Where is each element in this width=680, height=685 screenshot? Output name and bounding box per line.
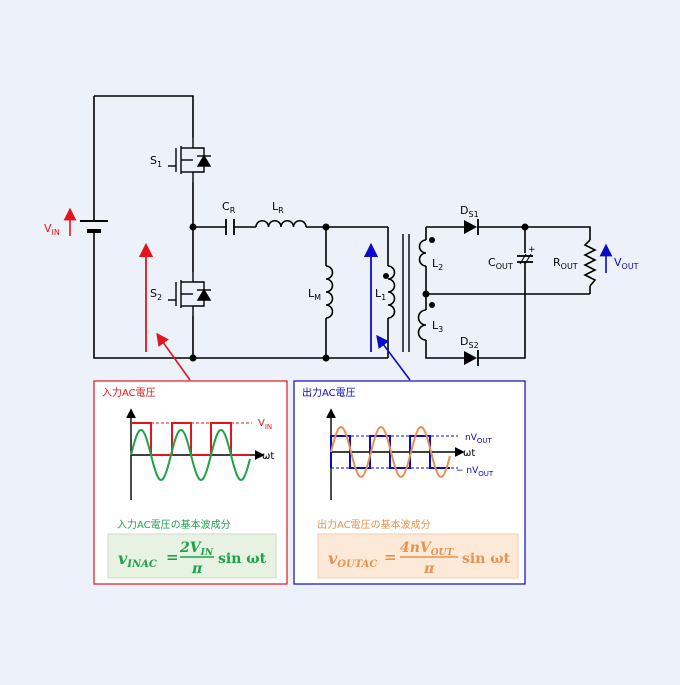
svg-text:2VIN: 2VIN (179, 540, 214, 558)
circuit-wires (93, 95, 591, 359)
vout-label: VOUT (614, 256, 639, 271)
s1-label: S1 (150, 154, 162, 169)
junction-dots (189, 223, 529, 362)
output-panel-title: 出力AC電圧 (302, 386, 356, 399)
output-neg-label: − nVOUT (456, 466, 494, 478)
input-fundamental-title: 入力AC電圧の基本波成分 (117, 518, 231, 531)
mosfet-s2 (168, 272, 212, 316)
svg-text:=: = (166, 548, 179, 566)
svg-text:4nVOUT: 4nVOUT (400, 540, 454, 558)
rout-label: ROUT (553, 256, 578, 271)
output-pos-label: nVOUT (465, 433, 493, 445)
input-ac-panel: 入力AC電圧 ωt VIN 入力AC電圧の基本波成分 vINAC = 2VIN … (93, 380, 288, 585)
inductor-l1 (387, 265, 396, 319)
transformer-core (402, 234, 410, 352)
mosfet-s1 (168, 138, 212, 182)
capacitor-cr (225, 219, 235, 235)
ds1-label: DS1 (460, 204, 479, 219)
diode-ds2 (464, 350, 479, 366)
resistor-rout (583, 239, 597, 287)
l1-label: L1 (375, 287, 386, 302)
vin-source (80, 220, 108, 233)
svg-text:vINAC: vINAC (118, 549, 157, 570)
diode-ds1 (464, 219, 479, 235)
output-callout-arrow (376, 334, 411, 381)
cr-label: CR (222, 200, 236, 215)
s2-label: S2 (150, 287, 162, 302)
output-formula: vOUTAC = 4nVOUT π sin ωt (328, 540, 511, 577)
input-formula: vINAC = 2VIN π sin ωt (118, 540, 267, 577)
l2-label: L2 (432, 257, 443, 272)
lm-label: LM (308, 287, 321, 302)
output-sine-wave (330, 425, 451, 479)
svg-text:sin ωt: sin ωt (462, 551, 511, 567)
input-square-wave (131, 422, 250, 456)
input-callout-arrow (156, 332, 191, 381)
cout-plus: + (528, 245, 536, 255)
input-panel-title: 入力AC電圧 (102, 386, 156, 399)
input-formula-box (107, 533, 277, 579)
cout-label: COUT (488, 256, 513, 271)
vin-label: VIN (44, 222, 60, 237)
output-fundamental-title: 出力AC電圧の基本波成分 (317, 518, 431, 531)
input-vin-label: VIN (258, 418, 272, 431)
inductor-l3 (417, 309, 427, 341)
ds2-label: DS2 (460, 335, 479, 350)
l3-label: L3 (432, 319, 443, 334)
output-formula-box (317, 533, 519, 579)
capacitor-cout (517, 253, 533, 265)
input-sine-wave (130, 428, 251, 482)
svg-text:vOUTAC: vOUTAC (328, 549, 377, 570)
output-square-wave (330, 435, 450, 469)
svg-text:=: = (384, 548, 397, 566)
lr-label: LR (272, 200, 284, 215)
svg-text:sin ωt: sin ωt (218, 551, 267, 567)
polarity-dots (383, 237, 435, 308)
output-axis-label: ωt (463, 448, 475, 459)
input-axis-label: ωt (262, 451, 274, 462)
inductor-lm (325, 265, 334, 319)
output-ac-panel: 出力AC電圧 ωt nVOUT − nVOUT 出力AC電圧の基本波成分 vOU… (293, 380, 526, 585)
inductor-l2 (418, 239, 427, 267)
svg-text:π: π (191, 561, 203, 577)
inductor-lr (255, 219, 307, 228)
svg-text:π: π (423, 561, 435, 577)
